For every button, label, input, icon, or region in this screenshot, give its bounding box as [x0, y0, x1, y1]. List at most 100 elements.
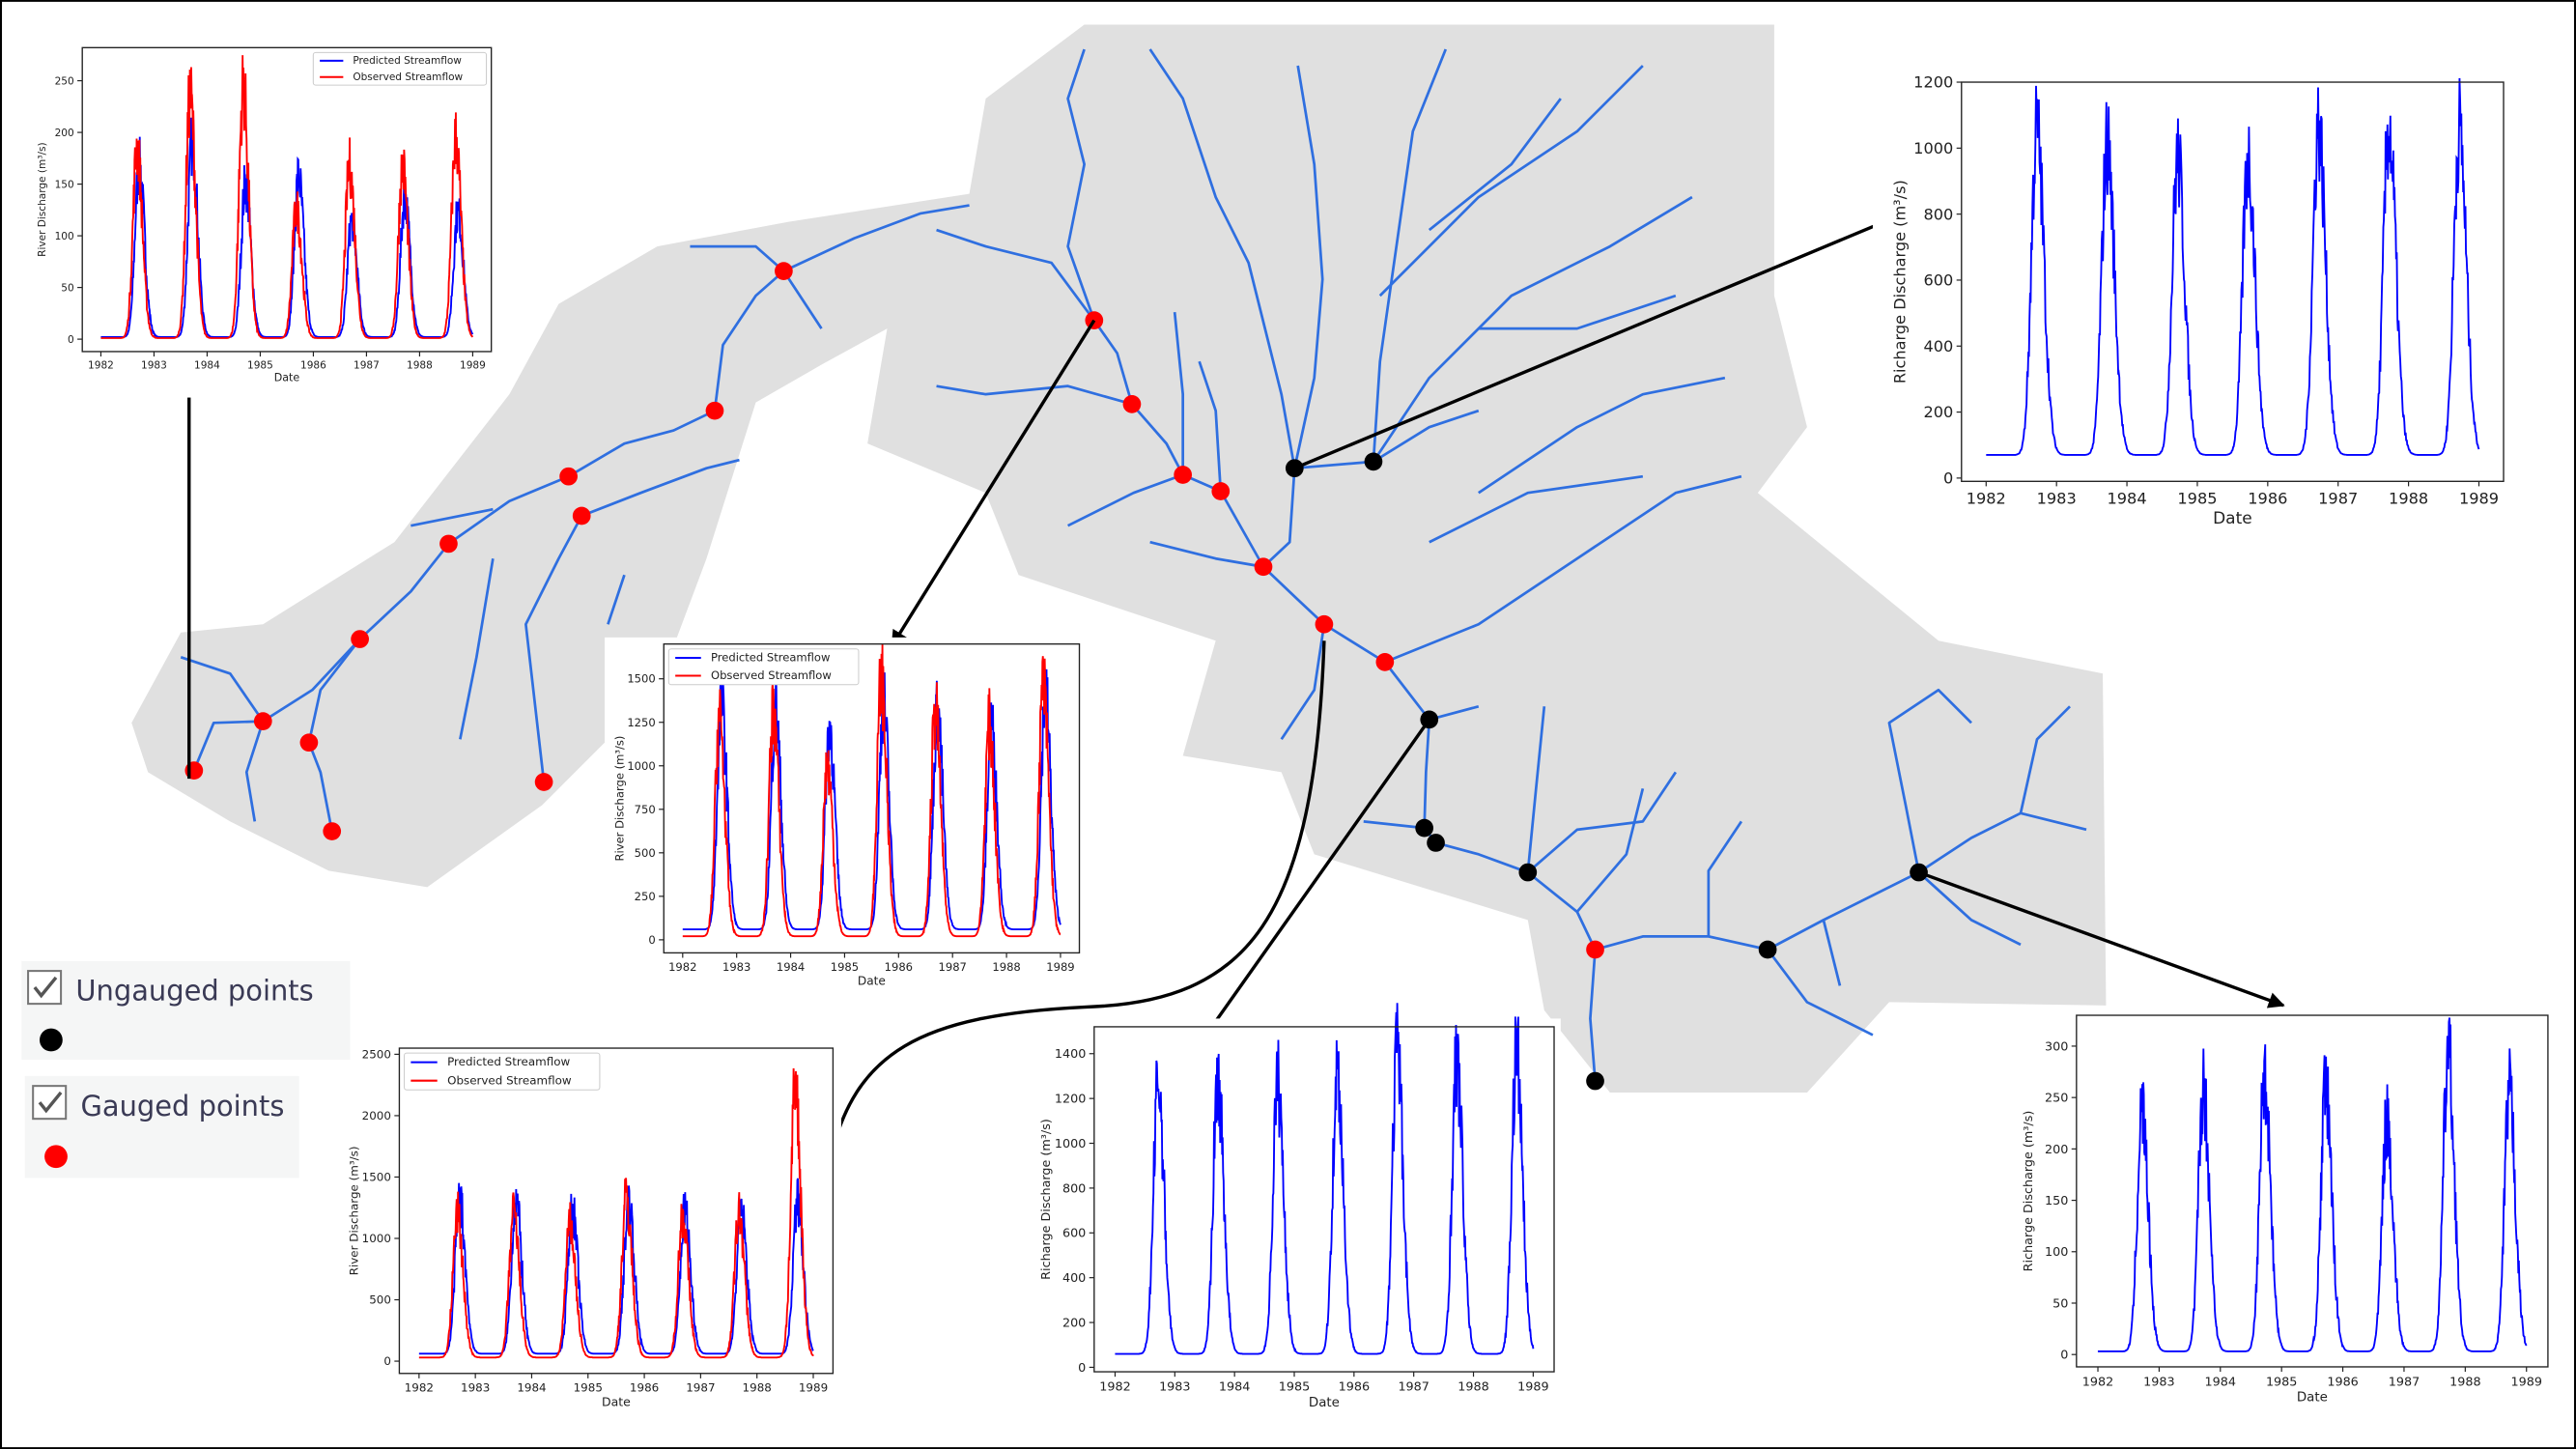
gauged-point[interactable] — [705, 401, 724, 420]
x-tick-label: 1984 — [2205, 1376, 2236, 1390]
gauged-point[interactable] — [1375, 653, 1395, 671]
legend-gauged: Gauged points — [24, 1075, 299, 1179]
legend-entry: Predicted Streamflow — [711, 650, 830, 664]
x-tick-label: 1984 — [1219, 1380, 1250, 1395]
y-tick-label: 1000 — [1913, 139, 1953, 157]
y-tick-label: 600 — [1062, 1227, 1086, 1241]
gauged-point[interactable] — [572, 506, 591, 526]
river-line — [307, 638, 361, 743]
ungauged-point[interactable] — [1427, 834, 1445, 852]
y-tick-label: 800 — [1923, 205, 1953, 223]
gauged-point[interactable] — [1315, 614, 1334, 634]
x-tick-label: 1988 — [992, 960, 1020, 974]
y-tick-label: 2000 — [362, 1109, 391, 1122]
y-tick-label: 750 — [635, 803, 656, 816]
river-line — [1378, 65, 1644, 298]
x-tick-label: 1983 — [461, 1380, 490, 1394]
gauged-point[interactable] — [299, 733, 319, 753]
x-tick-label: 1983 — [2037, 489, 2077, 507]
gauged-checkbox[interactable] — [32, 1085, 68, 1121]
y-tick-label: 50 — [2052, 1296, 2068, 1311]
river-line — [1707, 820, 1743, 937]
gauged-point[interactable] — [1211, 482, 1231, 500]
river-line — [1428, 98, 1562, 232]
y-tick-label: 0 — [68, 334, 74, 346]
legend-entry: Predicted Streamflow — [447, 1055, 570, 1068]
gauged-marker-icon — [44, 1145, 68, 1169]
river-line — [1067, 473, 1184, 527]
y-tick-label: 1500 — [362, 1171, 391, 1184]
ungauged-point[interactable] — [1586, 1071, 1604, 1091]
gauged-point[interactable] — [323, 822, 342, 840]
plot-frame — [398, 1047, 835, 1375]
river-line — [307, 742, 334, 832]
y-tick-label: 0 — [1078, 1361, 1086, 1376]
x-tick-label: 1986 — [2248, 489, 2287, 507]
gauged-point[interactable] — [439, 534, 458, 554]
ungauged-point[interactable] — [1364, 452, 1383, 471]
y-tick-label: 500 — [635, 846, 656, 860]
gauged-point[interactable] — [534, 773, 553, 791]
check-icon — [38, 1091, 63, 1114]
chart-background — [336, 1037, 841, 1416]
x-axis-label: Date — [2213, 508, 2252, 527]
plot-frame — [81, 46, 493, 353]
river-line — [936, 228, 1095, 322]
gauged-point[interactable] — [559, 467, 578, 486]
check-icon — [33, 976, 58, 999]
gauged-point[interactable] — [1174, 466, 1193, 484]
x-axis-label: Date — [1309, 1396, 1340, 1410]
x-tick-label: 1989 — [1517, 1380, 1548, 1395]
x-tick-label: 1985 — [2266, 1376, 2297, 1390]
gauged-point[interactable] — [351, 630, 369, 648]
gauged-point[interactable] — [253, 712, 272, 730]
x-tick-label: 1987 — [2318, 489, 2358, 507]
x-tick-label: 1985 — [831, 960, 859, 974]
y-tick-label: 2500 — [362, 1048, 391, 1062]
river-line — [607, 574, 626, 625]
river-line — [1280, 624, 1326, 741]
y-tick-label: 200 — [55, 128, 74, 139]
gauged-point[interactable] — [1085, 311, 1104, 329]
y-tick-label: 0 — [648, 933, 655, 947]
series-line-observed-streamflow — [100, 55, 474, 339]
x-tick-label: 1989 — [2459, 489, 2499, 507]
river-line — [459, 558, 495, 740]
x-tick-label: 1982 — [2082, 1376, 2113, 1390]
ungauged-checkbox[interactable] — [27, 970, 63, 1006]
ungauged-point[interactable] — [1758, 940, 1777, 959]
x-tick-label: 1988 — [2449, 1376, 2480, 1390]
y-axis-label: River Discharge (m³/s) — [613, 736, 627, 862]
y-tick-label: 250 — [635, 890, 656, 903]
gauged-point[interactable] — [1254, 557, 1273, 577]
chart-background — [1872, 66, 2531, 543]
x-tick-label: 1988 — [743, 1380, 772, 1394]
gauged-point[interactable] — [775, 262, 793, 280]
y-tick-label: 1200 — [1913, 73, 1953, 92]
series-line-recharge — [1986, 77, 2480, 456]
x-tick-label: 1988 — [1458, 1380, 1488, 1395]
plot-frame — [1961, 81, 2505, 482]
x-tick-label: 1986 — [2327, 1376, 2358, 1390]
x-tick-label: 1982 — [668, 960, 696, 974]
x-tick-label: 1985 — [574, 1380, 603, 1394]
ungauged-point[interactable] — [1518, 863, 1538, 882]
river-line — [1066, 48, 1096, 322]
y-axis-label: Richarge Discharge (m³/s) — [1891, 180, 1910, 384]
gauged-point[interactable] — [1122, 395, 1142, 413]
gauged-point[interactable] — [1586, 940, 1604, 959]
x-tick-label: 1988 — [407, 359, 433, 371]
link-arrow — [891, 319, 1096, 647]
river-line — [1173, 311, 1185, 475]
y-tick-label: 1000 — [362, 1232, 391, 1245]
river-line — [1526, 771, 1677, 874]
ungauged-point[interactable] — [1415, 818, 1434, 838]
x-tick-label: 1988 — [2389, 489, 2428, 507]
y-tick-label: 100 — [55, 231, 74, 242]
